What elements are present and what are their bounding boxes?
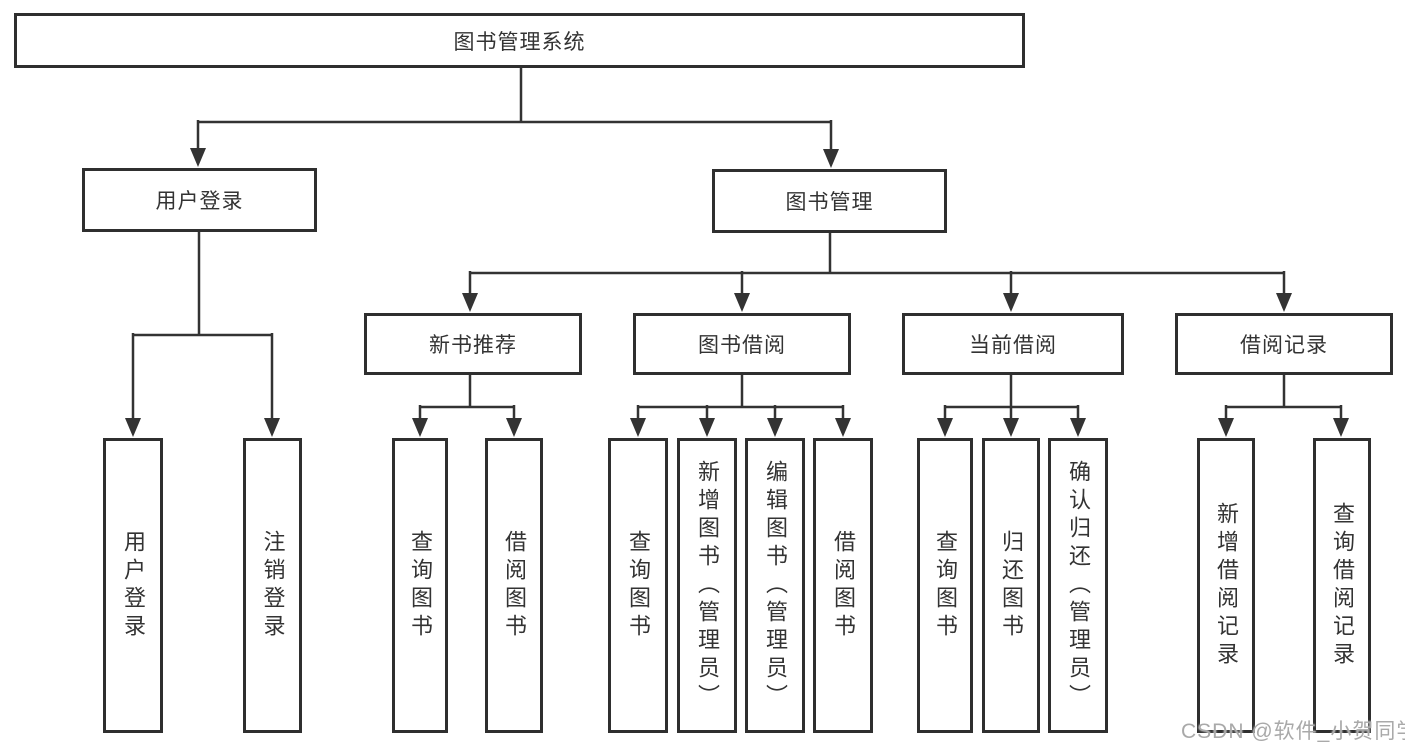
leaf-borrow-books-2: 借阅图书 [813,438,873,733]
node-user-login: 用户登录 [82,168,317,232]
arrow-down-icon [264,418,280,437]
arrow-down-icon [1003,418,1019,437]
leaf-confirm-return-admin: 确认归还（管理员） [1048,438,1108,733]
leaf-edit-books-admin-label: 编辑图书（管理员） [763,459,788,712]
node-book-management-label: 图书管理 [785,191,874,214]
arrow-down-icon [767,418,783,437]
arrow-down-icon [1333,418,1349,437]
leaf-borrow-books-2-label: 借阅图书 [831,529,856,642]
leaf-logout: 注销登录 [243,438,302,733]
node-book-management: 图书管理 [712,169,947,233]
arrow-down-icon [506,418,522,437]
leaf-query-books-2-label: 查询图书 [626,529,651,642]
leaf-query-borrow-record-label: 查询借阅记录 [1330,501,1355,670]
node-book-borrow: 图书借阅 [633,313,851,375]
arrow-down-icon [1003,293,1019,312]
leaf-logout-label: 注销登录 [260,529,286,642]
node-current-borrow: 当前借阅 [902,313,1124,375]
arrow-down-icon [412,418,428,437]
node-borrow-records: 借阅记录 [1175,313,1393,375]
arrow-down-icon [1276,293,1292,312]
leaf-query-books-1: 查询图书 [392,438,448,733]
leaf-add-borrow-record: 新增借阅记录 [1197,438,1255,733]
arrow-down-icon [630,418,646,437]
leaf-borrow-books-1: 借阅图书 [485,438,543,733]
leaf-add-borrow-record-label: 新增借阅记录 [1214,501,1239,670]
edge-records-to-leaves [1224,375,1343,421]
leaf-confirm-return-admin-label: 确认归还（管理员） [1066,459,1091,712]
node-new-book-recommend: 新书推荐 [364,313,582,375]
edge-current-to-leaves [943,375,1080,421]
node-root-label: 图书管理系统 [453,30,586,54]
node-user-login-label: 用户登录 [155,190,244,213]
arrow-down-icon [462,293,478,312]
leaf-query-books-3-label: 查询图书 [933,529,958,642]
leaf-borrow-books-1-label: 借阅图书 [502,529,527,642]
arrow-down-icon [1070,418,1086,437]
leaf-user-login-label: 用户登录 [121,529,146,642]
leaf-return-books: 归还图书 [982,438,1040,733]
edge-userlogin-to-leaves [131,232,274,421]
leaf-query-books-1-label: 查询图书 [408,529,433,642]
node-root: 图书管理系统 [14,13,1025,68]
arrow-down-icon [937,418,953,437]
edge-root-to-level2 [196,68,833,152]
edge-bookmgmt-to-level3 [468,233,1286,296]
node-current-borrow-label: 当前借阅 [969,334,1057,357]
arrow-down-icon [125,418,141,437]
leaf-query-books-3: 查询图书 [917,438,973,733]
node-borrow-records-label: 借阅记录 [1240,334,1328,357]
node-new-book-recommend-label: 新书推荐 [429,334,517,357]
arrow-down-icon [823,149,839,168]
csdn-watermark: CSDN @软件_小贺同学 [1181,720,1405,743]
edge-borrowing-to-leaves [636,375,845,421]
node-book-borrow-label: 图书借阅 [698,334,786,357]
leaf-user-login: 用户登录 [103,438,163,733]
arrow-down-icon [734,293,750,312]
arrow-down-icon [835,418,851,437]
arrow-down-icon [190,148,206,167]
leaf-return-books-label: 归还图书 [999,529,1024,642]
leaf-add-books-admin-label: 新增图书（管理员） [695,459,720,712]
arrow-down-icon [1218,418,1234,437]
tree-edges [131,68,1343,421]
leaf-query-borrow-record: 查询借阅记录 [1313,438,1371,733]
edge-newbooks-to-leaves [418,375,516,421]
arrow-down-icon [699,418,715,437]
leaf-query-books-2: 查询图书 [608,438,668,733]
leaf-edit-books-admin: 编辑图书（管理员） [745,438,805,733]
leaf-add-books-admin: 新增图书（管理员） [677,438,737,733]
